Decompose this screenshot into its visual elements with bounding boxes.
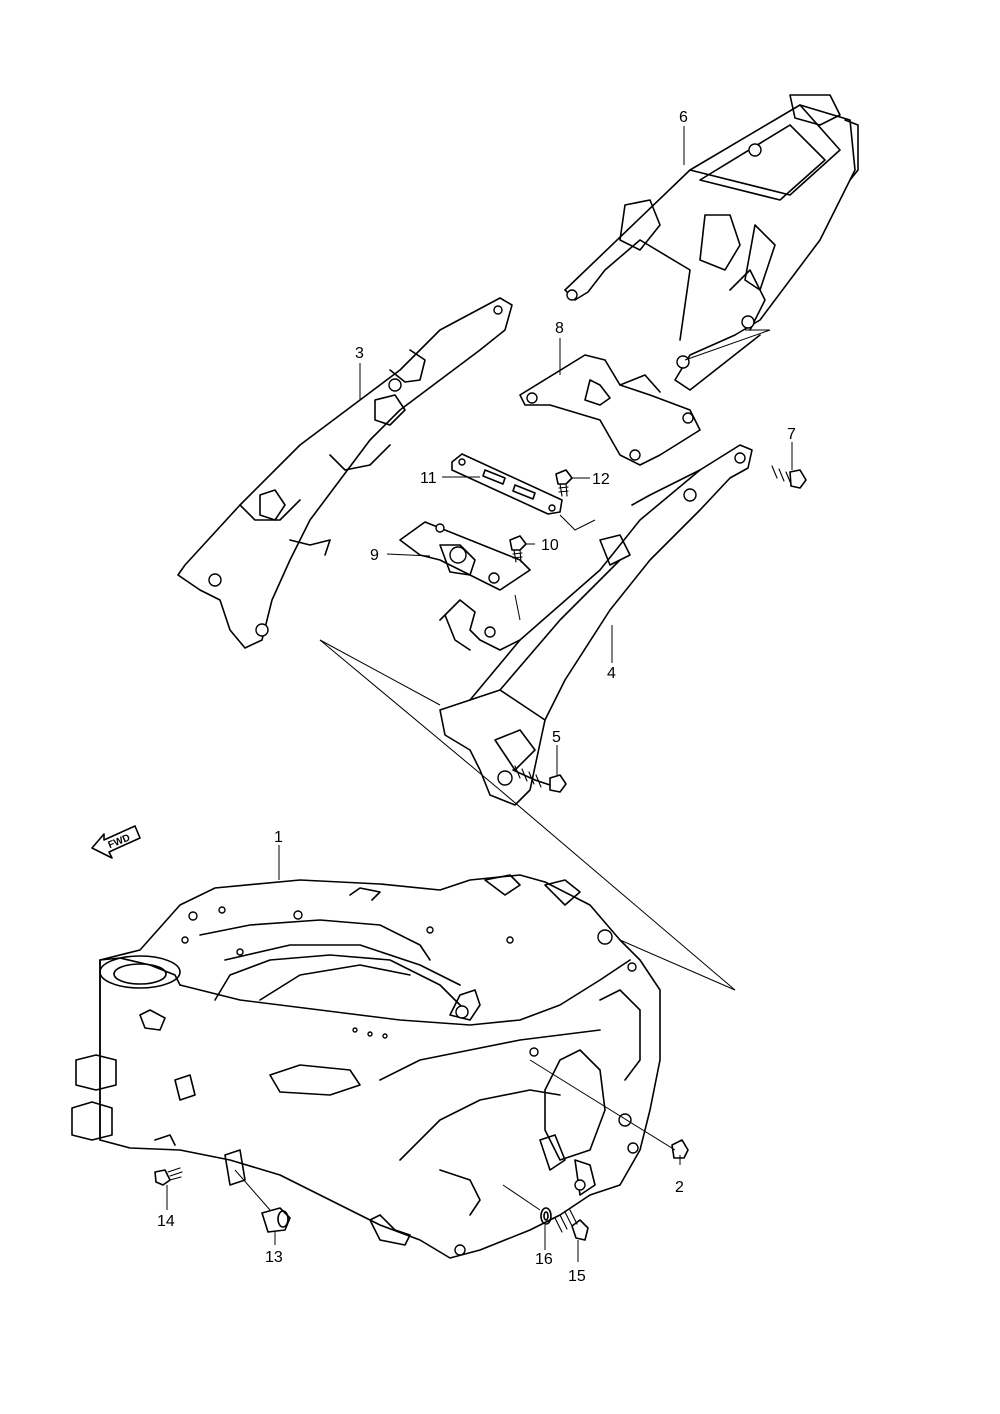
callout-12: 12: [592, 471, 610, 488]
part-15-bolt: [554, 1209, 589, 1241]
callout-10: 10: [541, 537, 559, 554]
callout-labels: 1 2 3 4 5 6 7 8 9 10 11 12 13 14 15 16: [157, 109, 796, 1285]
part-6-seat-rail: [564, 94, 859, 391]
callout-5: 5: [552, 729, 561, 746]
callout-7: 7: [787, 426, 796, 443]
callout-15: 15: [568, 1268, 586, 1285]
callout-1: 1: [274, 829, 283, 846]
part-14-bolt: [154, 1167, 183, 1186]
callout-13: 13: [265, 1249, 283, 1266]
callout-8: 8: [555, 320, 564, 337]
part-4-rear-frame-rail: [439, 444, 753, 806]
part-8-bracket: [519, 354, 701, 466]
part-9-bracket-plate: [399, 521, 531, 591]
callout-11: 11: [420, 470, 437, 487]
part-7-bolt: [771, 465, 807, 489]
callout-6: 6: [679, 109, 688, 126]
callout-leaders: [166, 126, 793, 1262]
fwd-label: FWD: [107, 832, 132, 851]
part-2-cap: [671, 1139, 689, 1159]
part-3-left-side-rail: [177, 297, 513, 649]
part-10-bolt: [509, 535, 527, 563]
part-1-main-frame: [71, 874, 661, 1259]
callout-14: 14: [157, 1213, 175, 1230]
callout-2: 2: [675, 1179, 684, 1196]
forward-arrow-icon: FWD: [91, 825, 141, 859]
callout-9: 9: [370, 547, 379, 564]
part-12-bolt: [555, 469, 573, 497]
assembly-lines: [234, 639, 736, 1211]
part-16-washer: [540, 1207, 552, 1225]
callout-3: 3: [355, 345, 364, 362]
part-11-plate: [451, 453, 563, 515]
callout-16: 16: [535, 1251, 553, 1268]
part-13-collar: [261, 1207, 291, 1233]
callout-4: 4: [607, 665, 616, 682]
part-5-bolt: [512, 765, 567, 793]
